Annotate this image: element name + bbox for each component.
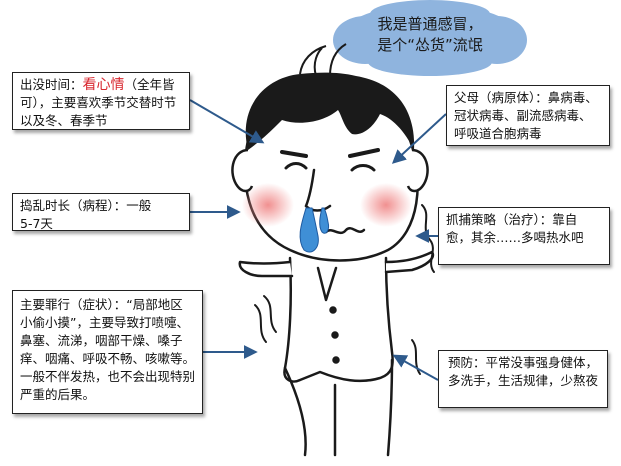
prevention-box: 预防：平常没事强身健体，多洗手，生活规律，少熬夜: [438, 350, 608, 408]
appear-time-box: 出没时间：看心情（全年皆可），主要喜欢季节交替时节以及冬、春季节: [12, 72, 190, 130]
bubble-line-2: 是个“怂货”流氓: [377, 36, 483, 54]
duration-line-2: 5-7天: [20, 216, 53, 231]
appear-prefix: 出没时间：: [20, 77, 83, 92]
motion-lines: [254, 204, 435, 375]
symptoms-box: 主要罪行（症状）：“局部地区小偷小摸”，主要导致打喷嚏、鼻塞、流涕，咽部干燥、嗓…: [12, 290, 203, 414]
appear-rest: （全年皆可），主要喜欢季节交替时节以及冬、春季节: [20, 77, 177, 128]
appear-highlight: 看心情: [82, 77, 125, 93]
pathogen-box: 父母（病原体）：鼻病毒、冠状病毒、副流感病毒、呼吸道合胞病毒: [446, 85, 610, 146]
duration-box: 捣乱时长（病程）：一般 5-7天: [12, 193, 190, 231]
thought-bubble-text: 我是普通感冒， 是个“怂货”流氓: [345, 14, 515, 56]
pathogen-text: 父母（病原体）：鼻病毒、冠状病毒、副流感病毒、呼吸道合胞病毒: [454, 90, 598, 141]
duration-line-1: 捣乱时长（病程）：一般: [20, 198, 152, 213]
treatment-box: 抓捕策略（治疗）：靠自愈，其余……多喝热水吧: [438, 207, 610, 265]
bubble-line-1: 我是普通感冒，: [377, 15, 483, 33]
symptoms-text: 主要罪行（症状）：“局部地区小偷小摸”，主要导致打喷嚏、鼻塞、流涕，咽部干燥、嗓…: [20, 297, 196, 402]
character-head: [231, 43, 429, 262]
character-body: [238, 250, 435, 457]
prevention-text: 预防：平常没事强身健体，多洗手，生活规律，少熬夜: [447, 355, 598, 388]
pointer-arrows: [189, 99, 447, 381]
treatment-text: 抓捕策略（治疗）：靠自愈，其余……多喝热水吧: [446, 212, 584, 245]
